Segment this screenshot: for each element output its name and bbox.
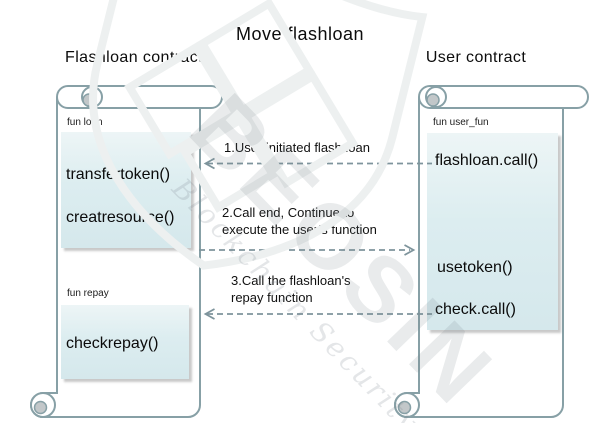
function-check-call: check.call(): [435, 301, 516, 318]
scroll-top-curl-icon: [425, 86, 447, 108]
user-contract-title: User contract: [425, 49, 527, 66]
function-creatresource: creatresource(): [66, 209, 175, 226]
function-transfertoken: transfertoken(): [66, 166, 171, 183]
message-1-label: 1.User initiated flash loan: [224, 140, 370, 155]
page-title: Move flashloan: [235, 24, 365, 44]
fun-loan-box: [61, 132, 191, 248]
arrow-1-left-head-icon: [203, 157, 215, 170]
scroll-top-curl-inner-icon: [82, 93, 96, 107]
scroll-bottom-curl-icon: [30, 392, 56, 418]
user-fun-box: [427, 133, 558, 330]
fun-user-fun-label: fun user_fun: [433, 117, 489, 128]
message-3-label: 3.Call the flashloan's repay function: [231, 273, 351, 305]
scroll-top-tube: [418, 85, 589, 109]
arrow-3-left-head-icon: [203, 308, 215, 320]
function-checkrepay: checkrepay(): [66, 335, 159, 352]
scroll-bottom-curl-inner-icon: [33, 400, 48, 415]
arrow-2-right-head-icon: [404, 244, 416, 256]
function-usetoken: usetoken(): [437, 259, 513, 276]
scroll-top-curl-icon: [81, 86, 103, 108]
fun-repay-box: [61, 305, 189, 379]
function-flashloan-call: flashloan.call(): [435, 152, 539, 169]
flashloan-contract-title: Flashloan contract: [65, 49, 203, 66]
scroll-bottom-curl-inner-icon: [397, 400, 412, 415]
scroll-top-tube: [56, 85, 223, 109]
message-2-label: 2.Call end, Continue to execute the user…: [222, 205, 377, 237]
scroll-bottom-curl-icon: [394, 392, 420, 418]
scroll-top-curl-inner-icon: [426, 93, 440, 107]
fun-loan-label: fun loan: [67, 117, 103, 128]
fun-repay-label: fun repay: [67, 288, 109, 299]
